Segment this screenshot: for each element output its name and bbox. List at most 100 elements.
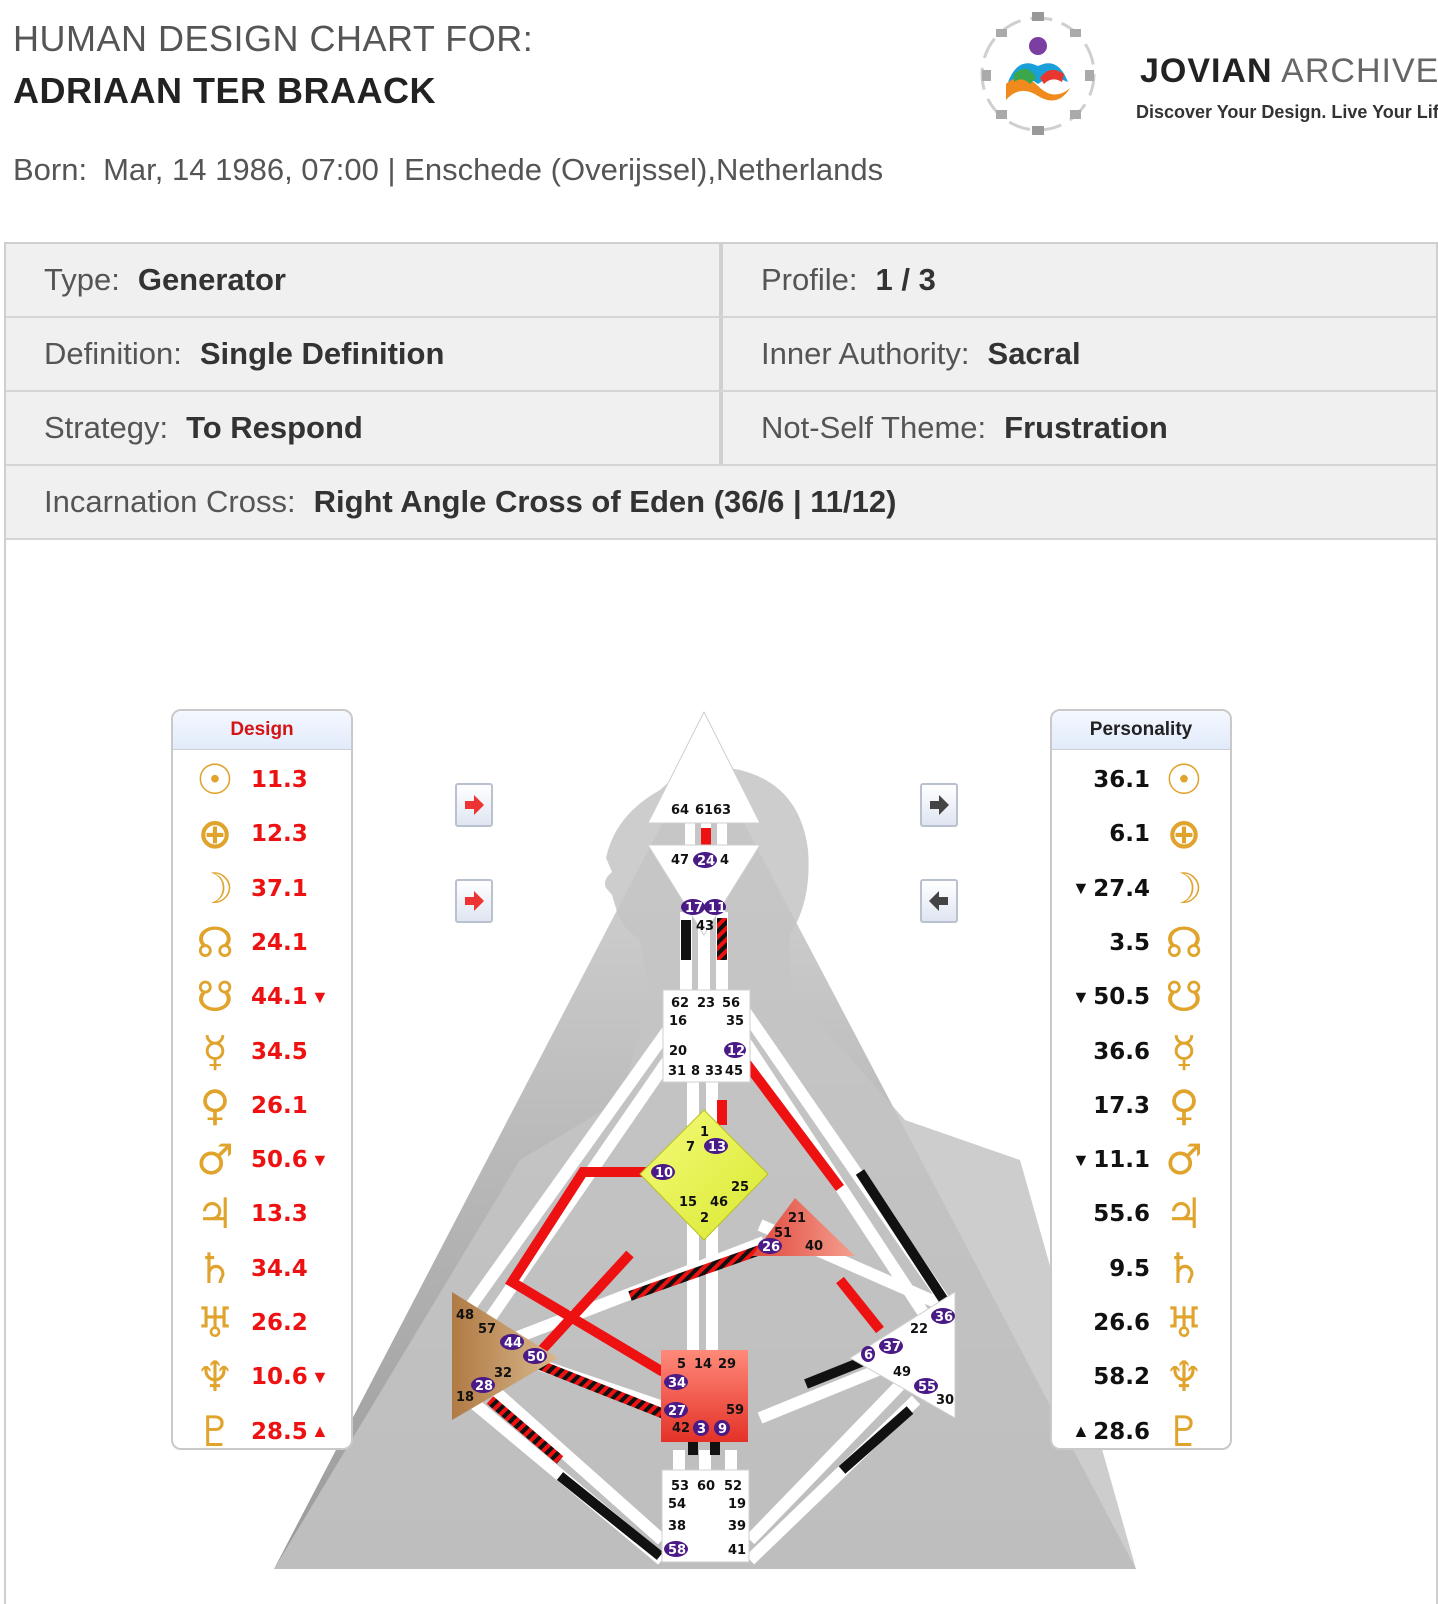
gate-label: 48 [456,1308,474,1323]
personality-panel: Personality ☉36.1⊕6.1☽27.4▼☊3.5☋50.5▼☿36… [1050,709,1232,1453]
fixation-mark: ▼ [1072,986,1090,1007]
gate-label: 39 [728,1519,746,1534]
gate-label: 49 [893,1365,911,1380]
jupiter-icon: ♃ [196,1189,234,1239]
design-top-arrow-button[interactable] [455,783,493,827]
planet-row: ♄34.4 [173,1242,351,1296]
planet-gate-value: 28.5 [251,1418,308,1445]
gate-label: 14 [694,1357,712,1372]
notself-cell: Not-Self Theme:Frustration [719,392,1436,464]
planet-gate-value: 11.1 [1093,1147,1150,1174]
planet-row: ♃55.6 [1052,1187,1230,1241]
pluto-icon: ♇ [1165,1406,1203,1456]
gate-label: 15 [679,1195,697,1210]
gate-label: 58 [668,1543,686,1558]
mars-icon: ♂ [196,1135,234,1185]
gate-label: 63 [713,803,731,818]
properties-row: Definition:Single Definition Inner Autho… [6,318,1436,392]
planet-gate-value: 58.2 [1093,1364,1150,1391]
gate-label: 34 [668,1376,686,1391]
fixation-mark: ▲ [1072,1421,1090,1442]
gate-label: 9 [718,1422,727,1437]
jupiter-icon: ♃ [1165,1189,1203,1239]
fixation-mark: ▼ [311,1149,329,1170]
jovian-archive-logo-icon [980,12,1096,135]
gate-label: 8 [691,1064,700,1079]
gate-label: 20 [669,1044,687,1059]
gate-label: 12 [727,1044,745,1059]
planet-gate-value: 26.2 [251,1310,308,1336]
gate-label: 24 [697,854,715,869]
earth-icon: ⊕ [197,809,233,859]
planet-row: ♆10.6▼ [173,1350,351,1404]
planet-gate-value: 27.4 [1093,875,1150,902]
chart-title: HUMAN DESIGN CHART FOR: [13,18,534,59]
design-panel: Design ☉11.3⊕12.3☽37.1☊24.1☋44.1▼☿34.5♀2… [171,709,353,1453]
chart-area [4,540,1438,1604]
gate-label: 10 [655,1166,673,1181]
notself-value: Frustration [1004,410,1168,445]
arrow-right-icon [930,795,949,815]
cross-cell: Incarnation Cross:Right Angle Cross of E… [44,484,897,519]
planet-row: ♅26.2 [173,1296,351,1350]
planet-row: ☋44.1▼ [173,970,351,1024]
mercury-icon: ☿ [1171,1026,1197,1076]
personality-bottom-arrow-button[interactable] [920,879,958,923]
planet-gate-value: 11.3 [251,767,308,793]
fixation-mark: ▼ [1072,878,1090,899]
arrow-left-icon [929,891,948,911]
gate-label: 59 [726,1403,744,1418]
planet-gate-value: 34.5 [251,1038,308,1065]
fixation-mark: ▼ [311,986,329,1007]
gate-label: 25 [731,1180,749,1195]
planet-row: ♃13.3 [173,1187,351,1241]
planet-gate-value: 6.1 [1109,821,1150,848]
planet-gate-value: 24.1 [251,929,308,956]
person-name: ADRIAAN TER BRAACK [13,70,436,111]
planet-row: ♇28.6▲ [1052,1405,1230,1459]
planet-gate-value: 3.5 [1109,929,1150,956]
planet-row: ☿34.5 [173,1025,351,1079]
gate-label: 30 [936,1393,954,1408]
planet-gate-value: 36.1 [1093,767,1150,793]
gate-label: 42 [672,1421,690,1436]
profile-value: 1 / 3 [875,262,936,297]
gate-label: 46 [710,1195,728,1210]
g-center [639,1109,769,1241]
gate-label: 16 [669,1014,687,1029]
properties-row: Type:Generator Profile:1 / 3 [6,244,1436,318]
gate-label: 56 [722,996,740,1011]
planet-row: ⊕12.3 [173,807,351,861]
fixation-mark: ▲ [311,1421,329,1442]
planet-gate-value: 10.6 [251,1364,308,1391]
planet-row: ♀26.1 [173,1079,351,1133]
properties-row: Incarnation Cross:Right Angle Cross of E… [6,466,1436,540]
mars-icon: ♂ [1165,1135,1203,1185]
type-cell: Type:Generator [44,262,286,297]
profile-cell: Profile:1 / 3 [719,244,1436,316]
fixation-mark: ▼ [1072,1149,1090,1170]
planet-row: ♂ 50.6▼ [173,1133,351,1187]
born-label: Born: [13,152,88,187]
gate-label: 52 [724,1479,742,1494]
gate-label: 55 [918,1380,936,1395]
authority-value: Sacral [987,336,1081,371]
gate-label: 44 [504,1336,522,1351]
type-value: Generator [137,262,286,297]
gate-label: 36 [935,1310,953,1325]
gate-label: 3 [697,1422,706,1437]
gate-label: 41 [728,1543,746,1558]
design-bottom-arrow-button[interactable] [455,879,493,923]
neptune-icon: ♆ [196,1352,234,1402]
planet-gate-value: 50.6 [251,1147,308,1174]
gate-label: 35 [726,1014,744,1029]
gate-label: 2 [700,1211,709,1226]
personality-top-arrow-button[interactable] [920,783,958,827]
throat-center [662,989,751,1083]
design-panel-title: Design [173,711,351,750]
gate-label: 47 [671,853,689,868]
properties-row: Strategy:To Respond Not-Self Theme:Frust… [6,392,1436,466]
venus-icon: ♀ [1168,1080,1200,1130]
sun-icon: ☉ [1165,755,1203,804]
